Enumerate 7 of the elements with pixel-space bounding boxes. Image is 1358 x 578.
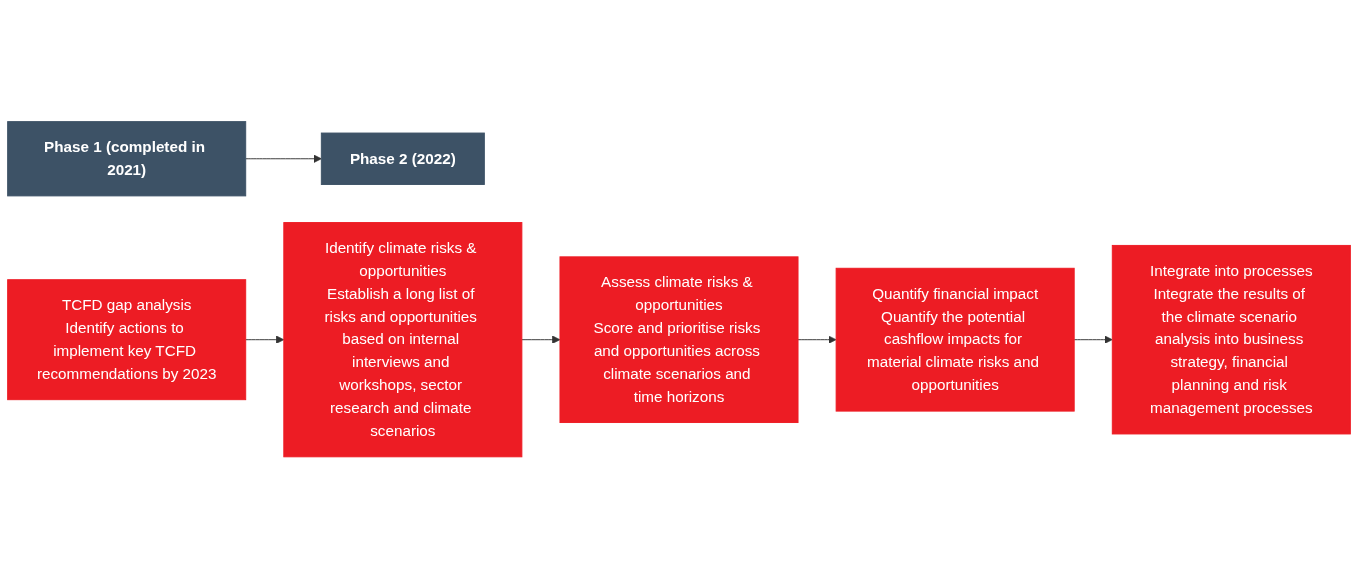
node-box: Quantify financial impact Quantify the potential cashflow impacts for material climate risks and opportunities bbox=[835, 267, 1075, 412]
node-box: Integrate into processes Integrate the results of the climate scenario analysis into business strategy, financial planning and risk management processes bbox=[1111, 244, 1351, 435]
node-box: Identify climate risks & opportunities Establish a long list of risks and opportunities based on internal interviews and workshops, sector research and climate scenarios bbox=[283, 221, 523, 458]
node-box: Phase 2 (2022) bbox=[320, 132, 485, 185]
node-box: TCFD gap analysis Identify actions to implement key TCFD recommendations by 2023 bbox=[7, 279, 247, 400]
node-box: Phase 1 (completed in 2021) bbox=[7, 120, 247, 197]
node-box: Assess climate risks & opportunities Score and prioritise risks and opportunities across climate scenarios and time horizons bbox=[559, 256, 799, 423]
